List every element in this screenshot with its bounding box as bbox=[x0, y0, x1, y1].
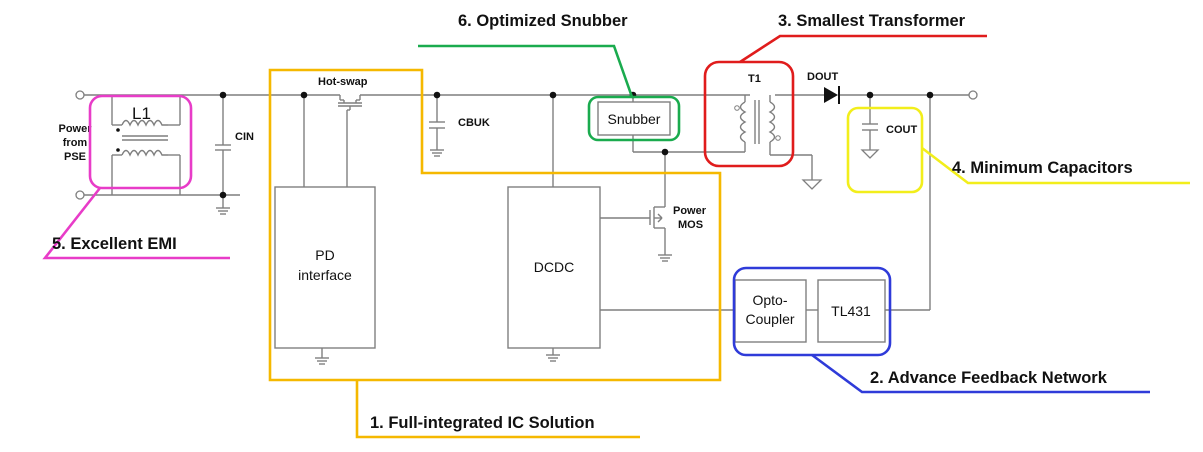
l1-inductor-symbol bbox=[116, 119, 168, 157]
t1-label: T1 bbox=[748, 73, 761, 85]
cin-label: CIN bbox=[235, 131, 254, 143]
capacitors-leader bbox=[921, 146, 1190, 185]
input-terminal-top bbox=[75, 90, 85, 100]
callout-ic-solution: 1. Full-integrated IC Solution bbox=[370, 414, 595, 432]
ground-symbol bbox=[860, 149, 880, 159]
power-from-pse-label-line1: Power bbox=[58, 123, 92, 135]
power-mosfet bbox=[649, 206, 665, 229]
snubber-leader bbox=[418, 44, 634, 98]
output-terminal bbox=[968, 90, 978, 100]
cin-capacitor bbox=[215, 144, 231, 151]
ground-symbol bbox=[801, 179, 823, 190]
cout-capacitor bbox=[862, 123, 878, 131]
ground-symbol bbox=[546, 354, 560, 362]
snubber-label: Snubber bbox=[608, 111, 661, 127]
callout-feedback-network: 2. Advance Feedback Network bbox=[870, 369, 1108, 387]
cout-label: COUT bbox=[886, 124, 917, 136]
callout-smallest-transformer: 3. Smallest Transformer bbox=[778, 12, 966, 30]
emi-highlight bbox=[88, 94, 193, 190]
ground-symbol bbox=[658, 254, 672, 262]
hotswap-label: Hot-swap bbox=[318, 76, 368, 88]
transformer-t1-symbol bbox=[734, 100, 781, 144]
pd-interface-block bbox=[274, 186, 376, 349]
dout-label: DOUT bbox=[807, 71, 838, 83]
emi-leader bbox=[42, 187, 230, 260]
capacitors-highlight bbox=[846, 106, 924, 194]
power-from-pse-label-line3: PSE bbox=[64, 151, 86, 163]
callout-excellent-emi: 5. Excellent EMI bbox=[52, 235, 177, 253]
power-mos-label-line1: Power bbox=[673, 205, 707, 217]
opto-coupler-label-line2: Coupler bbox=[745, 311, 794, 327]
power-mos-label-line2: MOS bbox=[678, 219, 703, 231]
opto-coupler-label-line1: Opto- bbox=[752, 292, 787, 308]
junction-dots bbox=[219, 91, 934, 199]
ground-symbol bbox=[315, 357, 329, 365]
input-terminal-bottom bbox=[75, 190, 85, 200]
hotswap-mosfet bbox=[338, 95, 362, 111]
callout-minimum-capacitors: 4. Minimum Capacitors bbox=[952, 159, 1133, 177]
dcdc-block bbox=[507, 186, 601, 349]
circuit-wires bbox=[84, 94, 970, 358]
tl431-label: TL431 bbox=[831, 303, 871, 319]
ic-solution-leader bbox=[355, 380, 640, 439]
pd-interface-label-line2: interface bbox=[298, 267, 352, 283]
opto-coupler-block bbox=[734, 279, 807, 343]
callout-optimized-snubber: 6. Optimized Snubber bbox=[458, 12, 628, 30]
dcdc-label: DCDC bbox=[534, 259, 574, 275]
cbuk-capacitor bbox=[429, 121, 445, 157]
cbuk-label: CBUK bbox=[458, 117, 490, 129]
tl431-block bbox=[817, 279, 886, 343]
dout-diode bbox=[824, 86, 840, 104]
feedback-leader bbox=[811, 353, 1150, 394]
power-from-pse-label-line2: from bbox=[63, 137, 88, 149]
transformer-highlight bbox=[703, 60, 795, 168]
snubber-highlight bbox=[587, 95, 681, 142]
ground-symbol bbox=[216, 207, 230, 215]
ic-solution-highlight bbox=[268, 68, 722, 382]
snubber-block bbox=[597, 101, 671, 136]
transformer-leader bbox=[739, 34, 987, 64]
pd-interface-label-line1: PD bbox=[315, 247, 334, 263]
l1-label: L1 bbox=[132, 104, 151, 123]
